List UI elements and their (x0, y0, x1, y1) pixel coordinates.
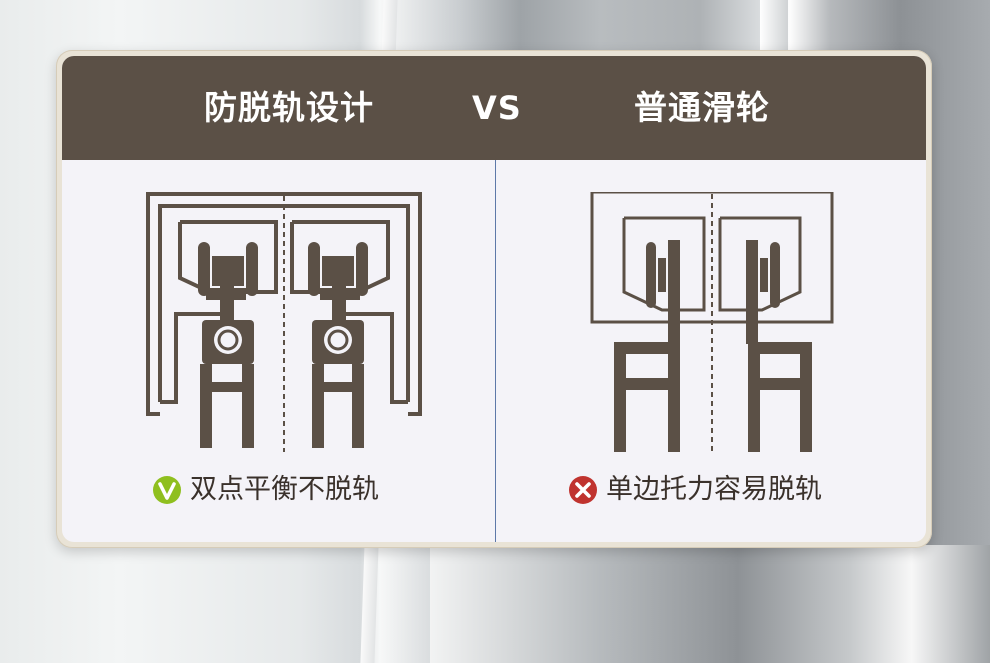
comparison-card: 防脱轨设计 VS 普通滑轮 (62, 56, 926, 542)
vs-label: VS (472, 89, 522, 127)
panel-divider (495, 160, 496, 542)
background-glass-strip (430, 545, 990, 663)
left-caption-text: 双点平衡不脱轨 (190, 474, 379, 505)
left-title: 防脱轨设计 (204, 88, 374, 127)
left-caption: 双点平衡不脱轨 (152, 470, 379, 510)
right-caption-text: 单边托力容易脱轨 (606, 474, 822, 505)
wheel-carrier-right (290, 220, 390, 294)
right-title: 普通滑轮 (634, 88, 770, 127)
wheel-carrier-left (622, 216, 706, 312)
ordinary-pulley-diagram (590, 192, 834, 452)
support-shelf-right (342, 312, 408, 404)
comparison-header: 防脱轨设计 VS 普通滑轮 (62, 56, 926, 160)
wheel-carrier-right (718, 216, 802, 312)
track-housing-outer (146, 192, 422, 416)
check-circle-icon (153, 476, 181, 504)
right-caption: 单边托力容易脱轨 (568, 470, 822, 510)
support-shelf-left (160, 312, 226, 404)
cross-circle-icon (569, 476, 597, 504)
anti-derail-diagram (146, 192, 422, 452)
